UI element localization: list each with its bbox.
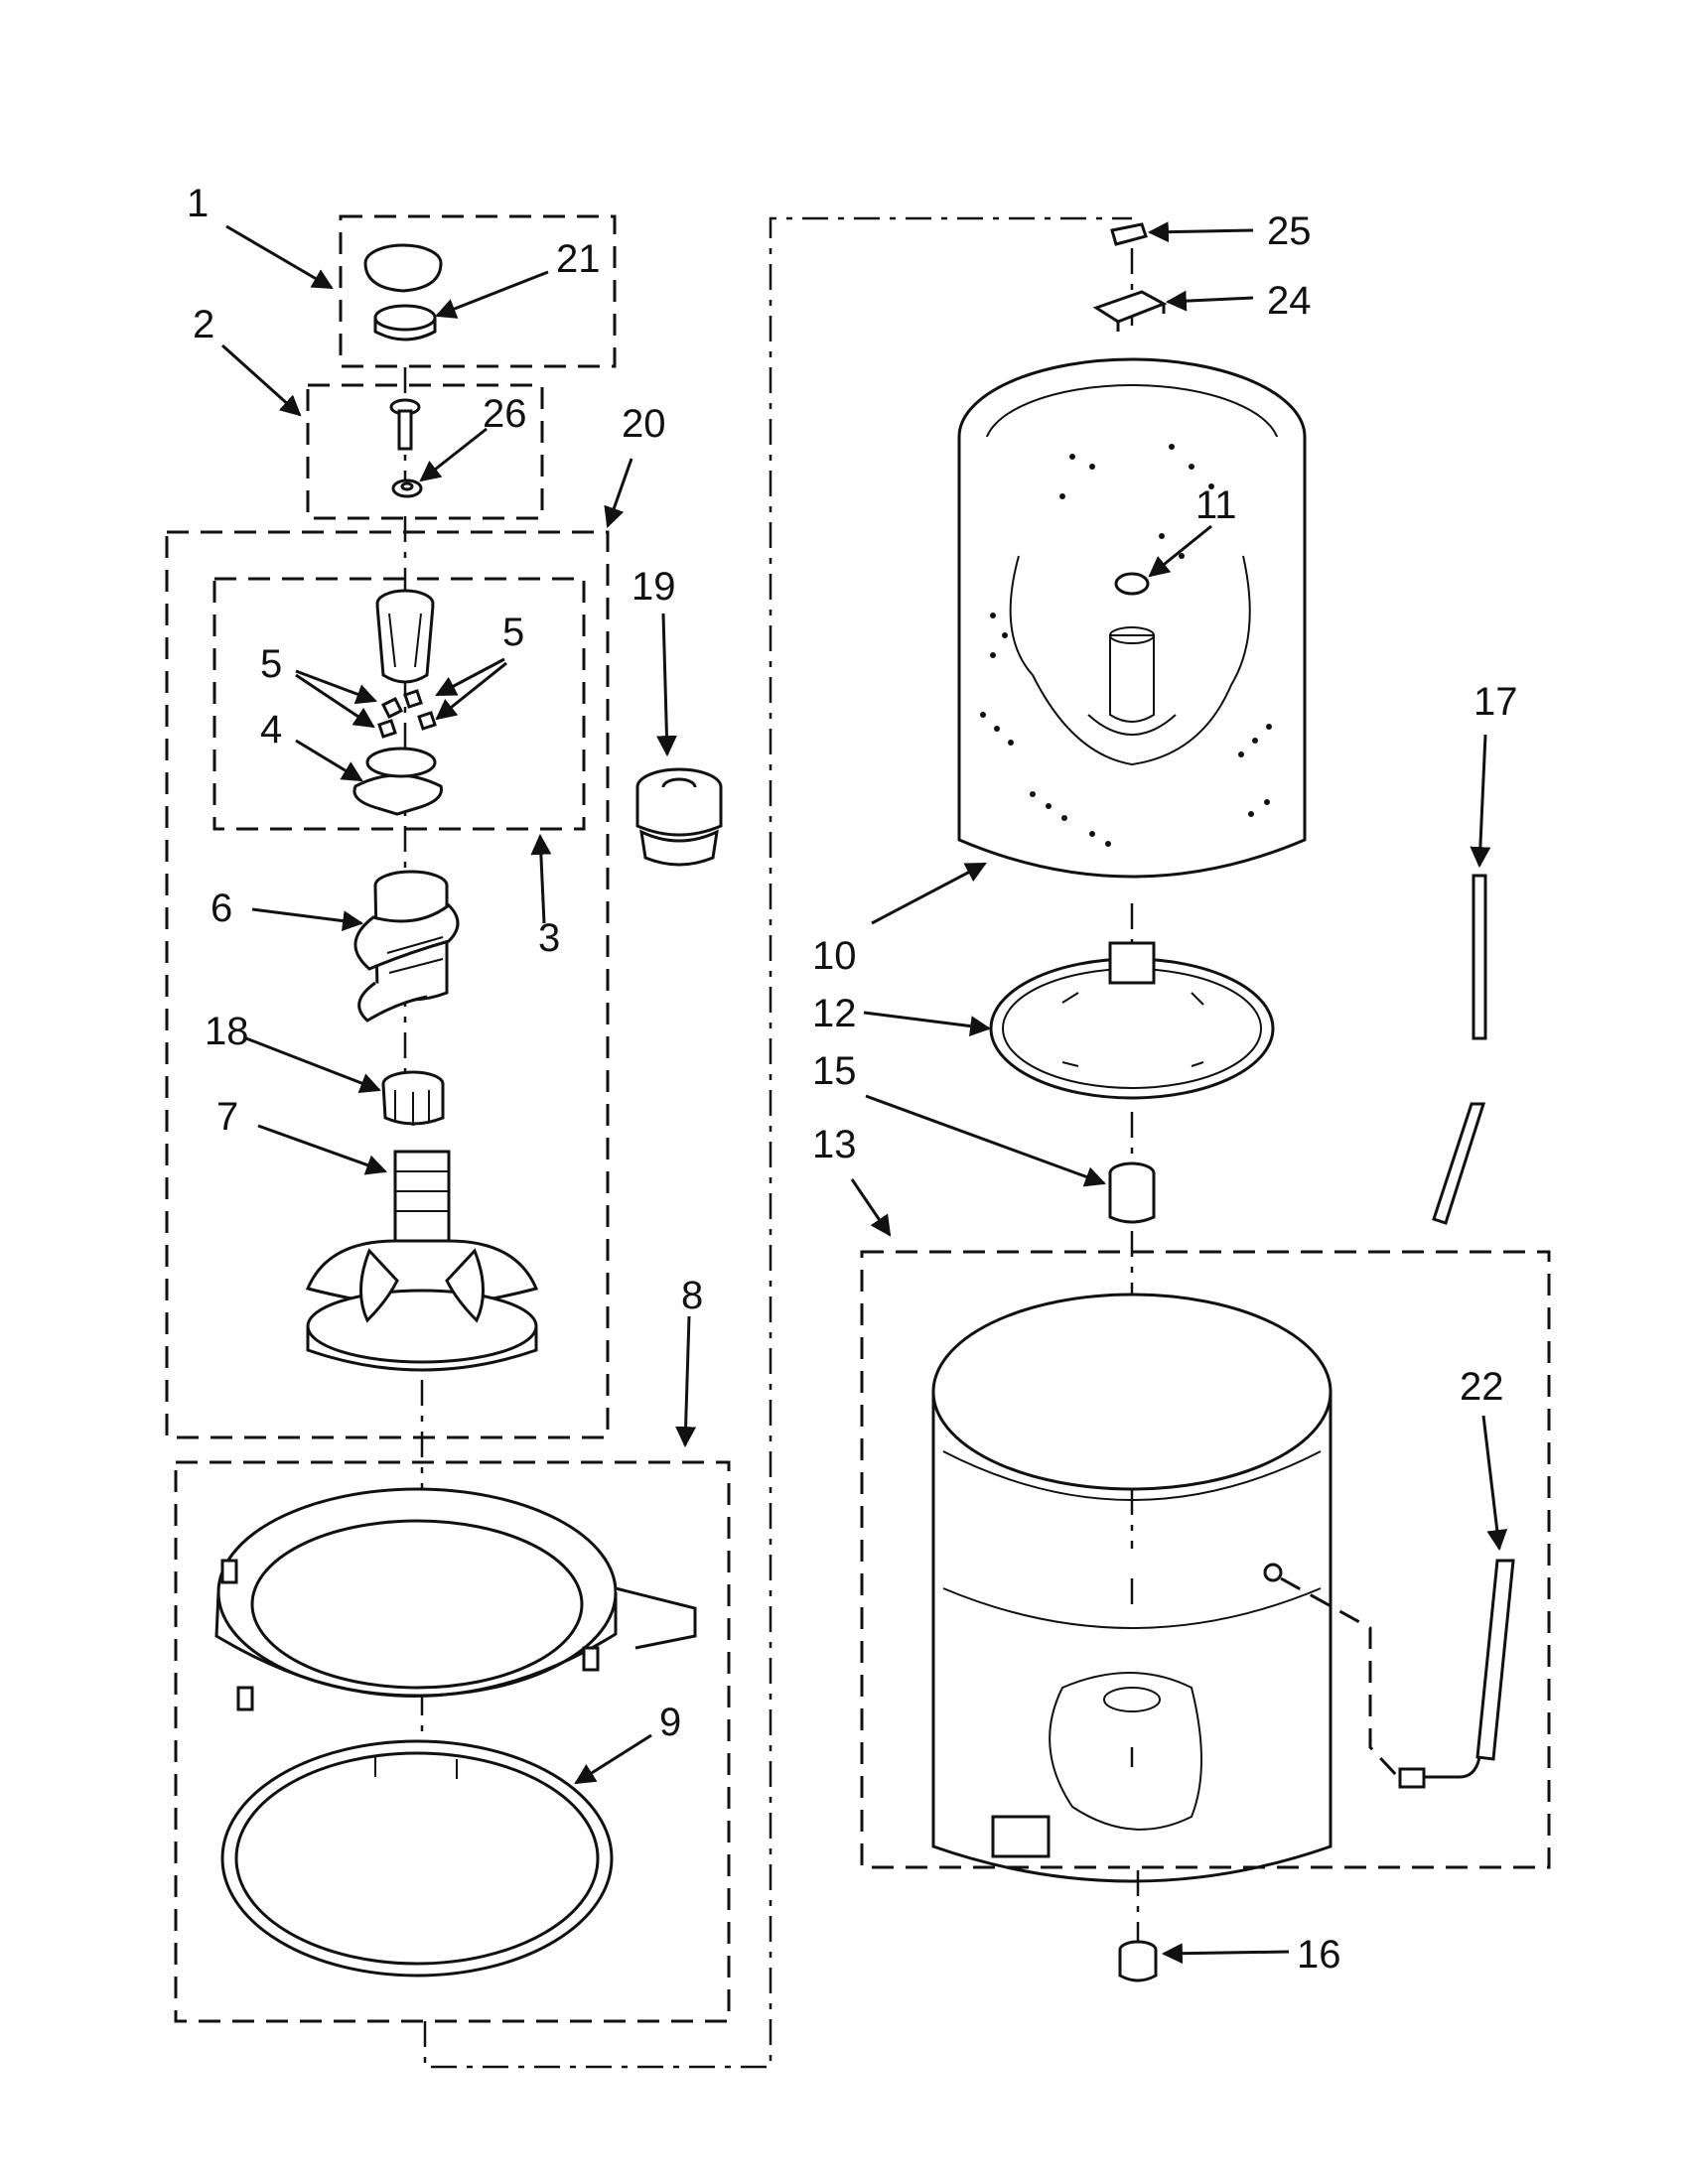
callout-3: 3: [538, 916, 560, 960]
part-12-hub: [989, 941, 1275, 1100]
callout-5-right: 5: [502, 611, 524, 654]
callout-2: 2: [193, 303, 214, 346]
box-part-3: [212, 577, 586, 831]
callout-13: 13: [812, 1123, 857, 1166]
callout-8: 8: [681, 1274, 703, 1317]
part-16-bearing: [1118, 1940, 1158, 1982]
part-6-auger: [353, 870, 460, 1023]
callout-7: 7: [216, 1095, 238, 1139]
callout-16: 16: [1297, 1933, 1341, 1977]
callout-20: 20: [622, 402, 666, 446]
callout-1: 1: [187, 182, 209, 225]
callout-labels: 1 2 3 4 5 5 6 7 8 9 10 11 12 13 15 16 17…: [187, 182, 1518, 1977]
part-26-washer: [391, 478, 423, 498]
connector-line: [423, 216, 1132, 2069]
part-24-bracket: [1092, 290, 1168, 332]
basket-perforations: [980, 444, 1272, 847]
box-part-13: [860, 1250, 1551, 1869]
part-17-hose: [1432, 874, 1487, 1225]
callout-6: 6: [210, 887, 232, 930]
box-part-20: [165, 530, 610, 1439]
callout-24: 24: [1267, 279, 1312, 323]
callout-25: 25: [1267, 209, 1312, 253]
callout-4: 4: [260, 708, 282, 751]
callout-9: 9: [659, 1701, 681, 1744]
box-part-1: [339, 214, 617, 368]
callout-18: 18: [205, 1010, 249, 1053]
callout-arrows: [220, 221, 1508, 1965]
part-5-dog: [417, 711, 437, 731]
part-19-bearing: [635, 767, 723, 867]
callout-22: 22: [1460, 1365, 1504, 1409]
part-18-collar: [381, 1070, 445, 1126]
callout-10: 10: [812, 934, 857, 978]
part-4-retainer: [352, 773, 443, 816]
part-5-dog: [403, 689, 423, 709]
callout-12: 12: [812, 992, 857, 1035]
callout-11: 11: [1195, 483, 1237, 527]
part-1-cap: [363, 243, 443, 293]
callout-17: 17: [1474, 680, 1518, 724]
part-25-clip: [1110, 222, 1148, 246]
part-7-agitator-base: [305, 1150, 539, 1372]
part-9-gasket: [220, 1739, 614, 1978]
part-22-hose: [1280, 1559, 1515, 1789]
part-3-dog-assembly: [352, 589, 443, 816]
group-boxes: [165, 214, 1551, 2023]
part-21-seal: [373, 304, 437, 341]
callout-19: 19: [632, 565, 676, 609]
callout-21: 21: [556, 237, 601, 281]
part-15-nut: [1108, 1161, 1156, 1224]
part-13-outer-tub: [931, 1293, 1333, 1883]
part-10-basket: [957, 357, 1307, 879]
part-2-bolt: [389, 398, 421, 451]
part-11-nut: [1114, 572, 1150, 596]
part-5-dog: [380, 696, 404, 720]
callout-26: 26: [483, 392, 527, 436]
callout-5: 5: [260, 642, 282, 686]
callout-15: 15: [812, 1049, 857, 1093]
part-5-dog: [377, 719, 397, 739]
box-part-2: [306, 383, 544, 520]
part-8-tub-ring: [214, 1487, 697, 1711]
box-part-8: [174, 1460, 731, 2023]
